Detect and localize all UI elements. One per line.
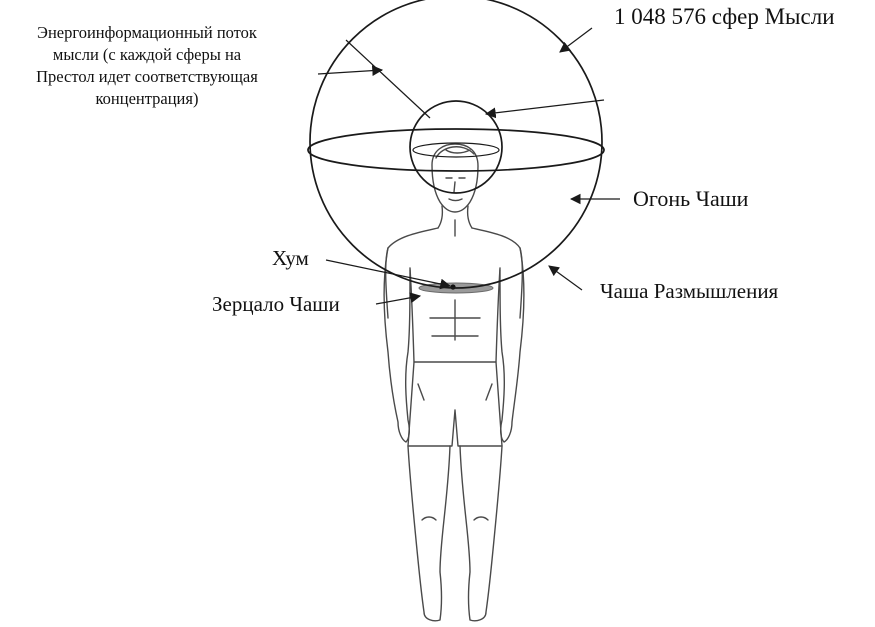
hum-pointer: [326, 260, 450, 286]
figure-knees: [422, 517, 488, 520]
figure-shorts: [408, 362, 502, 446]
flow-down-line: [346, 40, 430, 118]
bowl-label: Чаша Размышления: [600, 279, 778, 304]
spheres-label: 1 048 576 сфер Мысли: [614, 4, 835, 30]
energy-flow-label: Энергоинформационный поток мысли (с кажд…: [2, 22, 292, 110]
inner-sphere-pointer: [486, 100, 604, 114]
energy-flow-line-3: Престол идет соответствующая: [2, 66, 292, 88]
inner-equator: [413, 143, 499, 157]
energy-flow-line-1: Энергоинформационный поток: [2, 22, 292, 44]
mirror-pointer: [376, 296, 420, 304]
mirror-label: Зерцало Чаши: [212, 292, 340, 317]
hum-label: Хум: [272, 246, 309, 271]
fire-label: Огонь Чаши: [633, 186, 748, 212]
figure-right-leg: [460, 446, 502, 621]
energy-flow-line-4: концентрация): [2, 88, 292, 110]
figure-face: [446, 178, 465, 201]
figure-left-leg: [408, 446, 450, 621]
human-figure: [384, 144, 524, 621]
spheres-pointer: [560, 28, 592, 52]
bowl-pointer: [549, 266, 582, 290]
energy-flow-line-2: мысли (с каждой сферы на: [2, 44, 292, 66]
equator-ellipse: [308, 129, 604, 171]
